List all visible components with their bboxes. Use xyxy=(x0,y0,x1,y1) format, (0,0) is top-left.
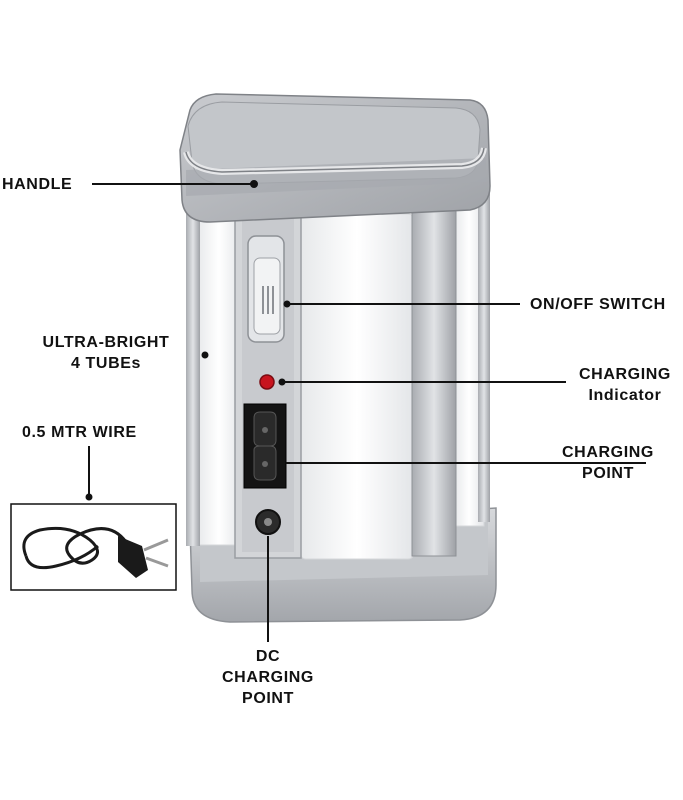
label-indicator-line1: CHARGING xyxy=(579,366,671,383)
label-ultra-bright-tubes: ULTRA-BRIGHT 4 TUBEs xyxy=(14,332,198,374)
label-indicator-line2: Indicator xyxy=(588,387,662,404)
label-charging-indicator: CHARGING Indicator xyxy=(566,364,683,406)
handle[interactable] xyxy=(183,147,487,176)
on-off-switch[interactable] xyxy=(247,235,285,343)
label-handle: HANDLE xyxy=(2,176,73,193)
cord xyxy=(22,526,128,565)
label-dc-charging-point: DC CHARGING POINT xyxy=(204,646,332,709)
dc-jack xyxy=(255,509,281,535)
label-dc-line3: POINT xyxy=(242,690,294,707)
label-dc-line1: DC xyxy=(255,648,281,665)
label-point-line1: CHARGING xyxy=(562,444,654,461)
label-tubes-line2: 4 TUBEs xyxy=(71,355,141,372)
plug xyxy=(118,536,148,578)
callout-lines xyxy=(85,180,646,642)
label-wire: 0.5 MTR WIRE xyxy=(22,424,137,441)
charging-socket xyxy=(243,403,287,489)
wire-inset xyxy=(10,503,177,591)
label-on-off-switch: ON/OFF SWITCH xyxy=(530,296,666,313)
label-tubes-line1: ULTRA-BRIGHT xyxy=(42,334,170,351)
label-dc-line2: CHARGING xyxy=(222,669,314,686)
lantern-top xyxy=(179,93,491,223)
label-charging-point: CHARGING POINT xyxy=(548,442,668,484)
label-point-line2: POINT xyxy=(582,465,634,482)
charging-indicator-light xyxy=(259,374,275,390)
